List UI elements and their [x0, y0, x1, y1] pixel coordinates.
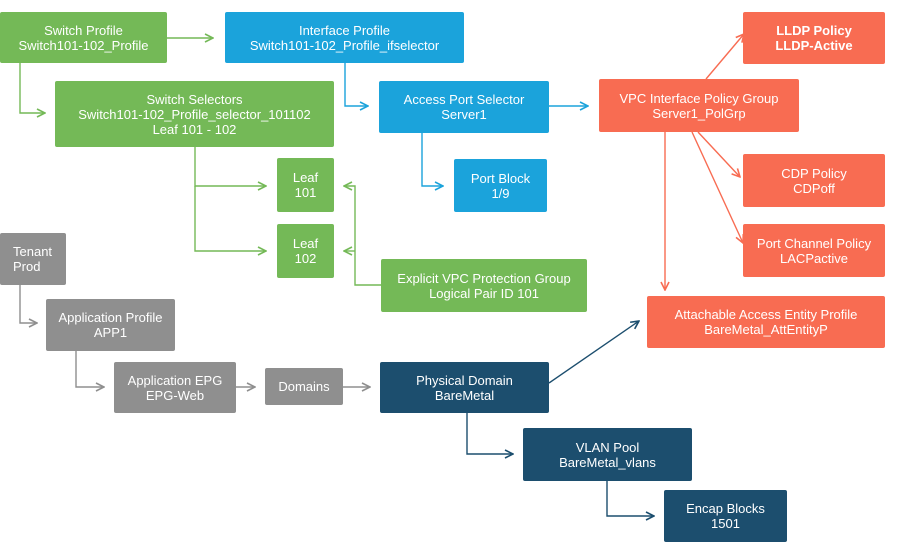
node-title: Port Block	[470, 170, 531, 186]
tenant-node: Tenant Prod	[0, 233, 66, 285]
node-title: Interface Profile	[298, 22, 391, 38]
node-subtitle: EPG-Web	[145, 387, 205, 403]
node-subtitle: CDPoff	[793, 180, 835, 196]
node-subtitle: BareMetal_vlans	[559, 454, 656, 470]
node-subtitle: 1/9	[491, 185, 510, 201]
node-title: Switch Profile	[44, 22, 123, 38]
node-title: Attachable Access Entity Profile	[674, 307, 858, 322]
explicit-vpc-protection-group-node: Explicit VPC Protection Group Logical Pa…	[381, 259, 587, 312]
node-subtitle: Server1	[441, 107, 487, 122]
edge-tenant-to-application-profile	[19, 285, 37, 323]
node-title: Switch Selectors	[146, 91, 243, 107]
node-subtitle: BareMetal_AttEntityP	[704, 322, 828, 337]
edge-switch-selectors-to-leaf-101	[194, 147, 266, 186]
node-title: Tenant	[13, 244, 53, 259]
node-subtitle: BareMetal	[434, 387, 495, 403]
node-subtitle: 1501	[711, 516, 740, 531]
node-title: Explicit VPC Protection Group	[397, 270, 571, 286]
node-title: VPC Interface Policy Group	[619, 90, 779, 106]
edge-physical-domain-to-aaep	[548, 321, 639, 384]
vlan-pool-node: VLAN Pool BareMetal_vlans	[523, 428, 692, 481]
edge-vpc-policy-group-to-cdp-policy	[697, 131, 740, 177]
node-title: Encap Blocks	[686, 501, 765, 516]
node-subtitle: APP1	[93, 325, 128, 340]
edge-vpc-policy-group-to-lldp-policy	[705, 34, 744, 80]
node-subtitle: Switch101-102_Profile	[18, 37, 149, 53]
port-block-node: Port Block 1/9	[454, 159, 547, 212]
edge-vpc-policy-group-to-port-channel-policy	[691, 131, 743, 243]
node-title: Port Channel Policy	[756, 235, 872, 251]
vpc-interface-policy-group-node: VPC Interface Policy Group Server1_PolGr…	[599, 79, 799, 132]
lldp-policy-node: LLDP Policy LLDP-Active	[743, 12, 885, 64]
node-title: Application Profile	[58, 310, 163, 325]
node-title: Leaf	[292, 170, 319, 185]
physical-domain-node: Physical Domain BareMetal	[380, 362, 549, 413]
node-title: Access Port Selector	[403, 92, 525, 107]
node-title: Domains	[278, 379, 330, 394]
edge-physical-domain-to-vlan-pool	[466, 413, 513, 454]
node-title: Application EPG	[127, 372, 223, 388]
application-epg-node: Application EPG EPG-Web	[114, 362, 236, 413]
edge-access-port-selector-to-port-block	[421, 133, 443, 186]
node-subtitle: Prod	[13, 259, 41, 274]
node-title: Leaf	[292, 236, 319, 251]
edge-switch-selectors-to-leaf-102	[194, 186, 266, 251]
attachable-access-entity-profile-node: Attachable Access Entity Profile BareMet…	[647, 296, 885, 348]
switch-profile-node: Switch Profile Switch101-102_Profile	[0, 12, 167, 63]
node-title: CDP Policy	[781, 165, 847, 181]
interface-profile-node: Interface Profile Switch101-102_Profile_…	[225, 12, 464, 63]
node-title: VLAN Pool	[575, 439, 640, 455]
application-profile-node: Application Profile APP1	[46, 299, 175, 351]
edge-vpc-protection-group-to-leaf-101	[344, 186, 381, 286]
edge-application-profile-to-application-epg	[75, 351, 104, 387]
edge-interface-profile-to-access-port-selector	[344, 63, 368, 106]
node-subtitle: 102	[294, 251, 317, 266]
edge-switch-profile-to-switch-selectors	[19, 63, 45, 113]
node-subtitle: 101	[294, 185, 317, 200]
node-subtitle: LLDP-Active	[775, 38, 853, 53]
leaf-101-node: Leaf 101	[277, 158, 334, 212]
port-channel-policy-node: Port Channel Policy LACPactive	[743, 224, 885, 277]
node-title: Physical Domain	[416, 372, 513, 388]
encap-blocks-node: Encap Blocks 1501	[664, 490, 787, 542]
node-subtitle: Switch101-102_Profile_ifselector	[249, 37, 440, 53]
cdp-policy-node: CDP Policy CDPoff	[743, 154, 885, 207]
node-subtitle: LACPactive	[780, 250, 848, 266]
node-subtitle-2: Leaf 101 - 102	[152, 121, 237, 137]
edge-vlan-pool-to-encap-blocks	[606, 481, 654, 516]
switch-selectors-node: Switch Selectors Switch101-102_Profile_s…	[55, 81, 334, 147]
domains-node: Domains	[265, 368, 343, 405]
node-subtitle: Server1_PolGrp	[652, 105, 746, 121]
node-subtitle: Switch101-102_Profile_selector_101102	[78, 106, 311, 122]
node-subtitle: Logical Pair ID 101	[429, 285, 539, 301]
leaf-102-node: Leaf 102	[277, 224, 334, 278]
node-title: LLDP Policy	[776, 23, 852, 38]
access-port-selector-node: Access Port Selector Server1	[379, 81, 549, 133]
